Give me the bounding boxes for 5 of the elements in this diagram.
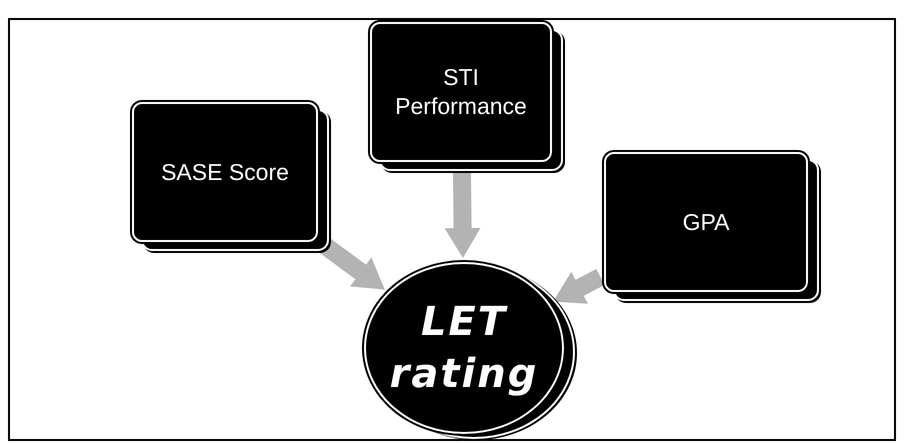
node-label: GPA	[682, 208, 730, 236]
node-label: SASE Score	[161, 158, 289, 186]
node-label: STI Performance	[394, 63, 528, 121]
block-arrow	[553, 268, 605, 304]
node-label: LET rating	[390, 298, 538, 399]
